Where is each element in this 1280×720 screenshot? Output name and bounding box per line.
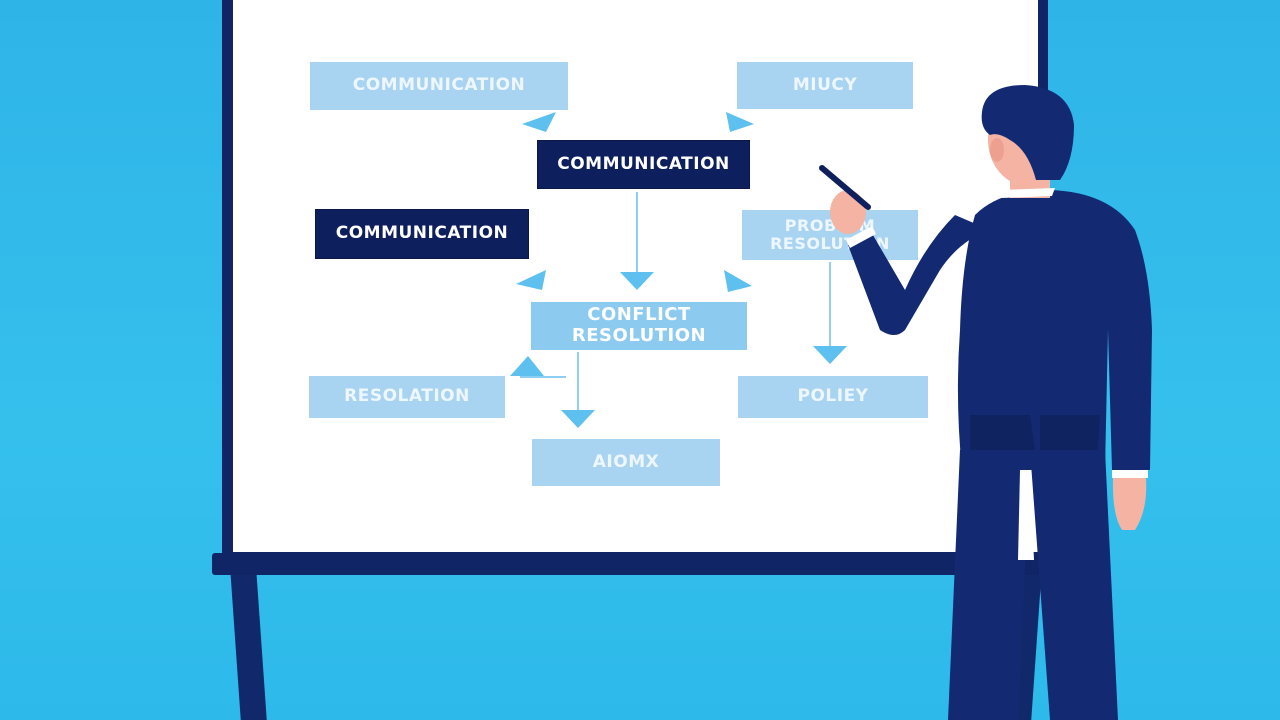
connector-line bbox=[829, 262, 831, 350]
arrow-head-icon bbox=[724, 270, 752, 292]
flow-node-communication-top-left: COMMUNICATION bbox=[310, 62, 568, 110]
connector-line bbox=[636, 192, 638, 276]
whiteboard-ledge bbox=[212, 553, 1060, 575]
arrow-head-icon bbox=[522, 112, 556, 132]
flow-node-communication-center: COMMUNICATION bbox=[537, 140, 750, 189]
arrow-down-icon bbox=[813, 346, 847, 364]
flow-node-miucy: MIUCY bbox=[737, 62, 913, 109]
flow-node-resolation: RESOLATION bbox=[309, 376, 505, 418]
flow-node-problem-resolution: PROBLEM RESOLUTION bbox=[742, 210, 918, 260]
flow-node-conflict-resolution: CONFLICT RESOLUTION bbox=[531, 302, 747, 350]
arrow-head-icon bbox=[516, 270, 546, 290]
arrow-head-icon bbox=[726, 112, 754, 132]
flow-node-poliey: POLIEY bbox=[738, 376, 928, 418]
flow-node-aiomx: AIOMX bbox=[532, 439, 720, 486]
easel-leg-right bbox=[1012, 572, 1042, 720]
arrow-down-icon bbox=[561, 410, 595, 428]
flow-node-communication-left: COMMUNICATION bbox=[315, 209, 529, 259]
arrow-down-icon bbox=[620, 272, 654, 290]
easel-leg-left bbox=[230, 572, 268, 720]
connector-line bbox=[520, 376, 566, 378]
connector-line bbox=[577, 352, 579, 412]
arrow-head-icon bbox=[510, 356, 544, 376]
